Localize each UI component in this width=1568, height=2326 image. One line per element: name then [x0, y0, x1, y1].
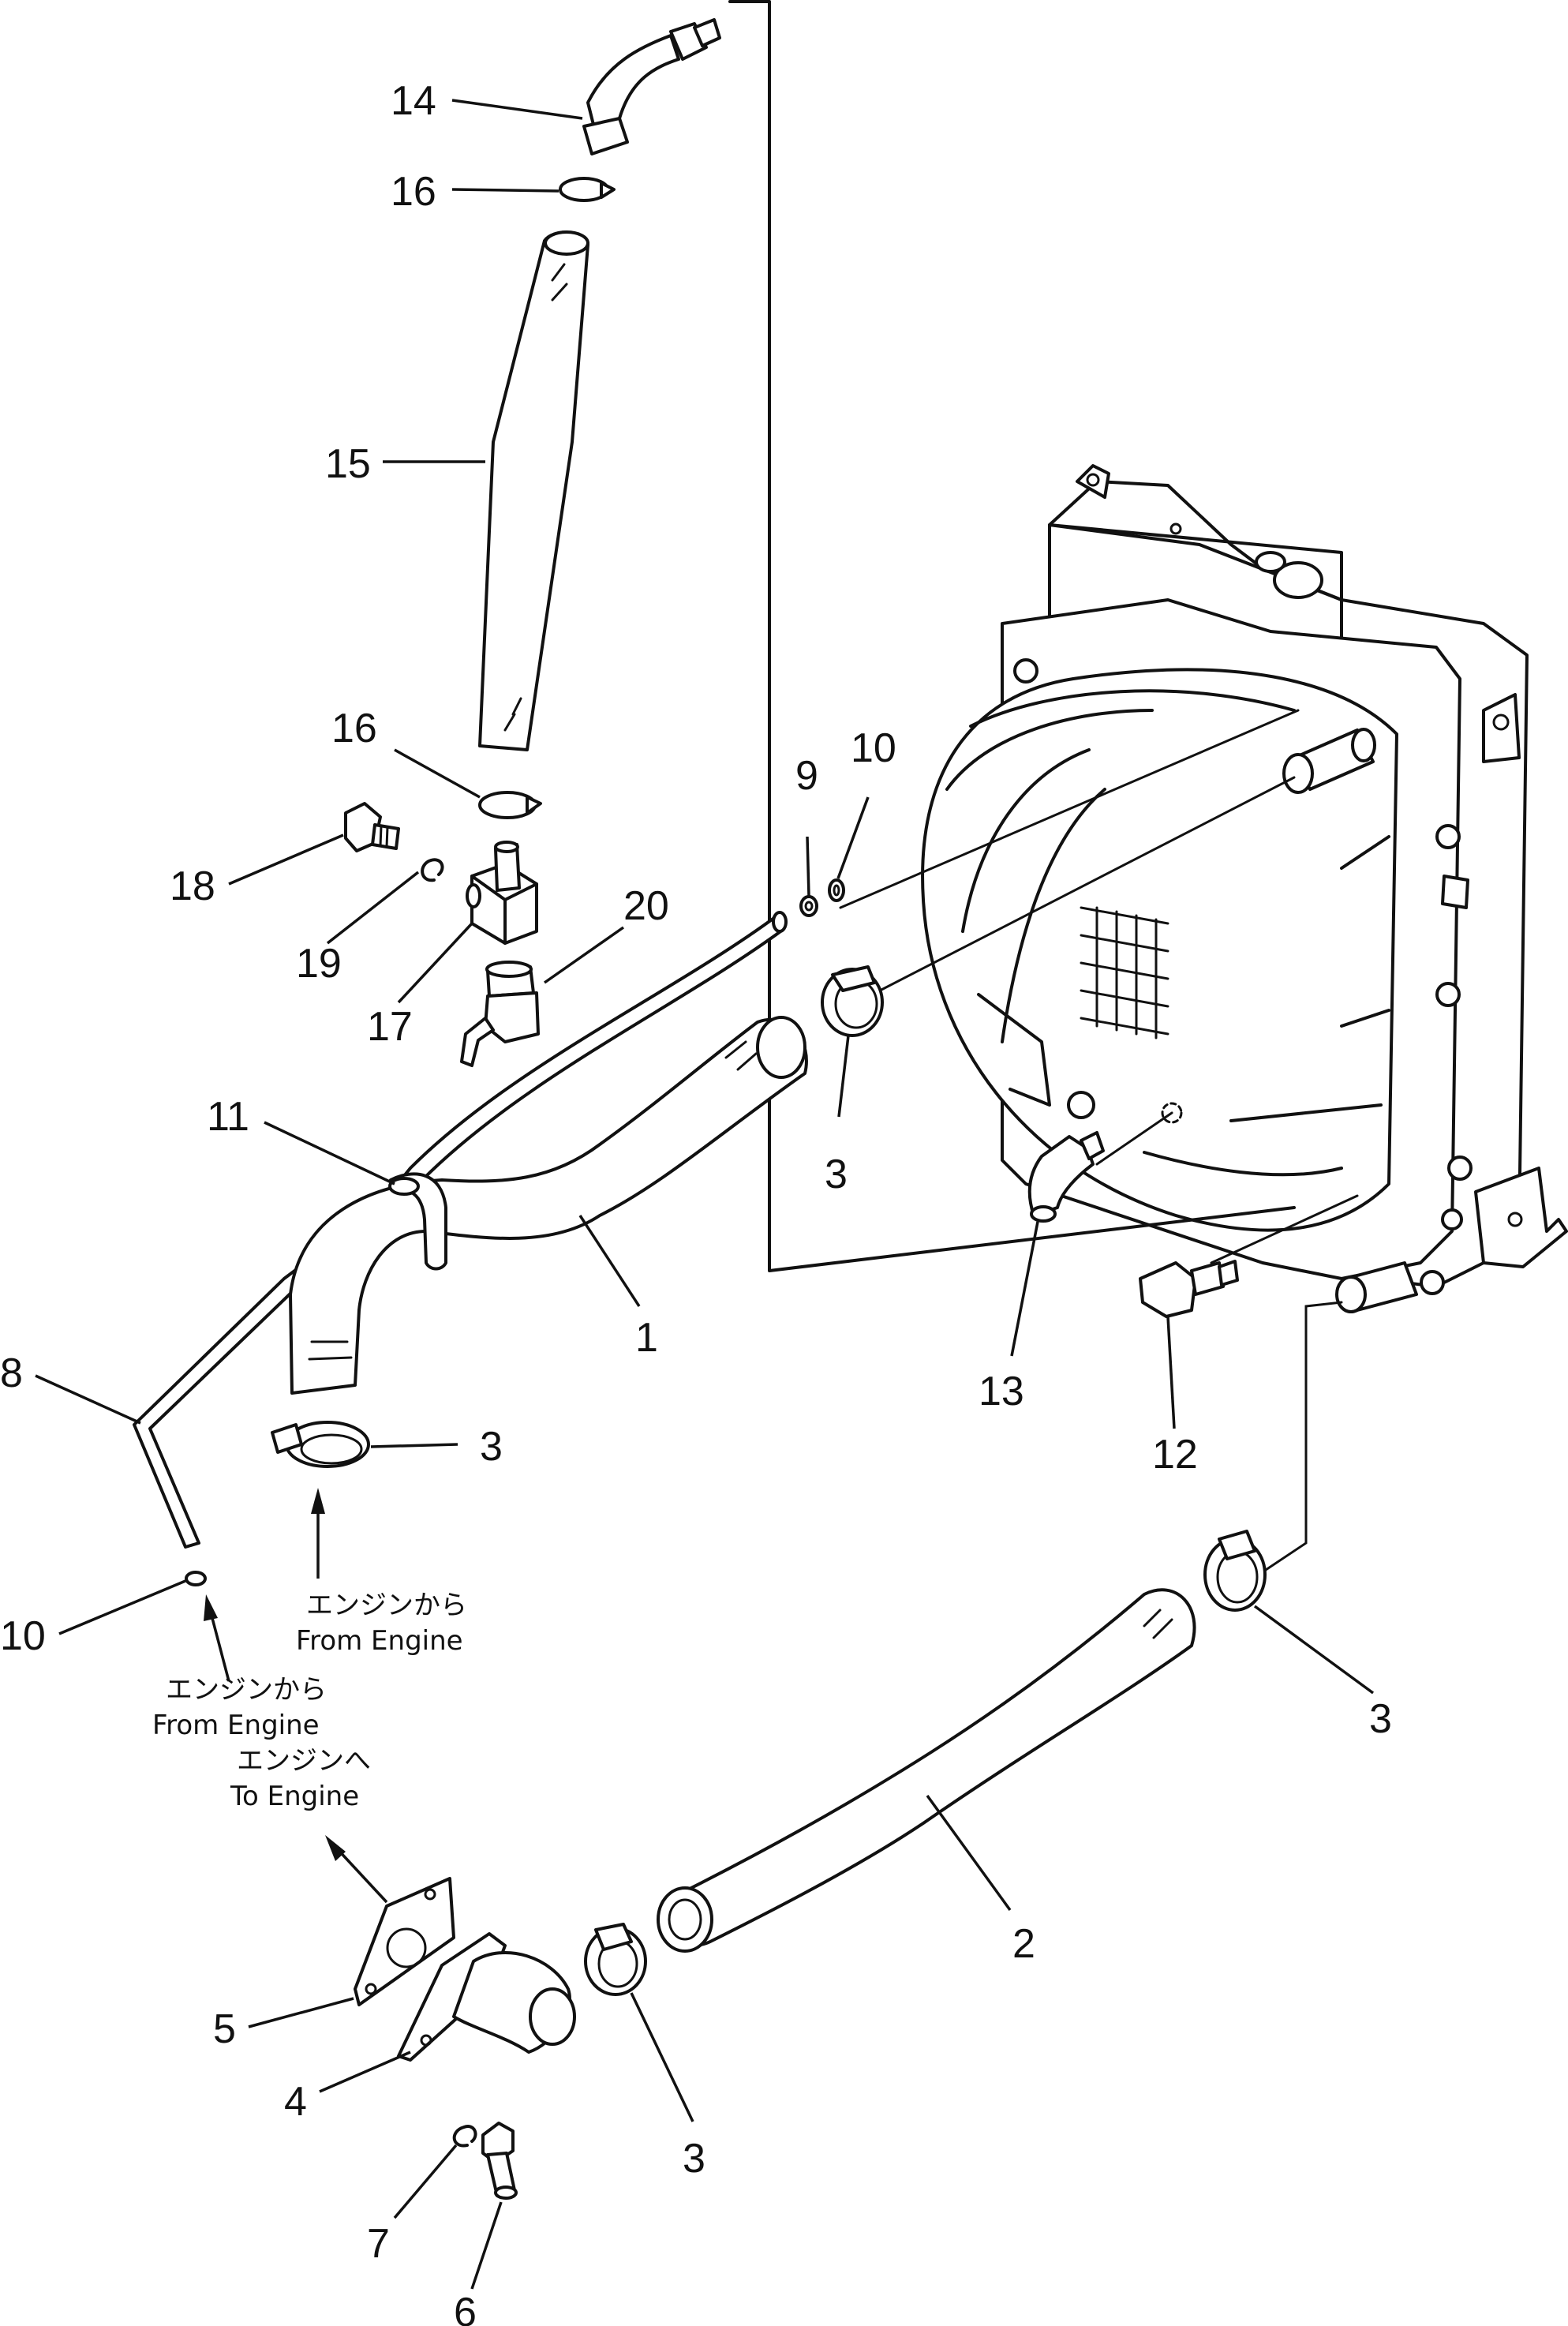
callout-9: 9 — [795, 753, 818, 799]
callout-19: 19 — [296, 941, 342, 987]
callout-3-radiator-upper: 3 — [825, 1152, 848, 1197]
flow-arrow-from-engine-tube — [204, 1594, 230, 1682]
callout-2: 2 — [1012, 1921, 1035, 1967]
callout-18: 18 — [170, 863, 215, 909]
note-to-engine-en: To Engine — [230, 1781, 359, 1812]
part-10-washer-lower — [185, 1571, 207, 1586]
radiator-assembly — [921, 464, 1568, 1313]
callout-13: 13 — [979, 1369, 1024, 1414]
part-5-gasket — [354, 1877, 455, 2006]
callout-11: 11 — [207, 1094, 249, 1140]
part-11-clip-band — [388, 1172, 447, 1271]
callout-10-upper: 10 — [851, 725, 896, 771]
note-from-engine-en-clamp: From Engine — [296, 1625, 463, 1657]
callout-1: 1 — [635, 1315, 658, 1361]
part-17-tee-block — [466, 841, 538, 945]
phantom-boundary-line — [728, 0, 1296, 1272]
callout-7: 7 — [367, 2221, 390, 2267]
part-8-breather-tube — [133, 911, 788, 1549]
part-6-bolt — [481, 2122, 518, 2200]
phantom-line-bracket — [1210, 1194, 1359, 1264]
callout-14: 14 — [391, 78, 436, 124]
phantom-line-lower — [1257, 1301, 1343, 1576]
callout-12: 12 — [1152, 1432, 1198, 1478]
part-15-long-hose — [478, 230, 589, 751]
callout-8: 8 — [0, 1350, 23, 1396]
callout-6: 6 — [454, 2290, 477, 2326]
callout-5: 5 — [213, 2006, 236, 2052]
callout-15: 15 — [325, 441, 371, 487]
part-14-elbow-hose — [582, 18, 721, 155]
part-19-washer — [421, 858, 444, 882]
callout-10-lower: 10 — [0, 1613, 46, 1659]
part-12-drain-valve — [1139, 1260, 1239, 1318]
part-1-upper-radiator-hose — [289, 1016, 808, 1395]
part-3-hose-clamp-radiator-upper — [821, 965, 884, 1037]
callout-17: 17 — [367, 1004, 413, 1050]
callout-3-pipe-side: 3 — [683, 2136, 705, 2182]
radiator-core-grid — [1080, 906, 1169, 1039]
phantom-line-drain — [1095, 1111, 1173, 1166]
part-9-nut — [799, 895, 818, 917]
part-16-hose-clamp-lower — [478, 791, 542, 819]
part-18-bolt — [344, 802, 400, 852]
phantom-line-hose — [878, 776, 1296, 992]
part-7-washer — [452, 2125, 477, 2148]
note-to-engine-jp: エンジンへ — [237, 1745, 371, 1777]
callout-16-upper: 16 — [391, 169, 436, 215]
flow-arrow-from-engine-clamp — [311, 1488, 325, 1579]
part-4-water-outlet — [397, 1932, 576, 2062]
part-13-elbow-fitting — [1027, 1131, 1105, 1223]
callout-4: 4 — [284, 2079, 307, 2125]
callout-16-lower: 16 — [331, 706, 377, 751]
callout-numbers: 14 16 15 16 18 19 17 20 9 10 3 11 1 8 3 … — [0, 78, 1392, 2326]
flow-notes: エンジンから From Engine エンジンから From Engine エン… — [152, 1590, 467, 1812]
part-16-hose-clamp-upper — [559, 177, 616, 202]
part-3-hose-clamp-engine-side — [271, 1421, 370, 1468]
note-from-engine-en-tube: From Engine — [152, 1710, 320, 1741]
phantom-line-upper — [839, 709, 1300, 909]
part-3-hose-clamp-pipe-side — [584, 1923, 647, 1996]
part-3-hose-clamp-radiator-lower — [1203, 1530, 1267, 1612]
part-10-washer-upper — [828, 878, 845, 902]
note-from-engine-jp-clamp: エンジンから — [306, 1590, 467, 1621]
callout-3-engine-side: 3 — [480, 1424, 503, 1470]
part-20-drain-cock — [460, 961, 540, 1067]
flow-arrow-to-engine — [325, 1835, 388, 1904]
callout-20: 20 — [623, 883, 669, 929]
part-2-lower-radiator-hose — [657, 1588, 1196, 1953]
note-from-engine-jp-tube: エンジンから — [166, 1674, 327, 1706]
leader-lines — [35, 99, 1375, 2290]
callout-3-radiator-lower: 3 — [1369, 1696, 1392, 1742]
